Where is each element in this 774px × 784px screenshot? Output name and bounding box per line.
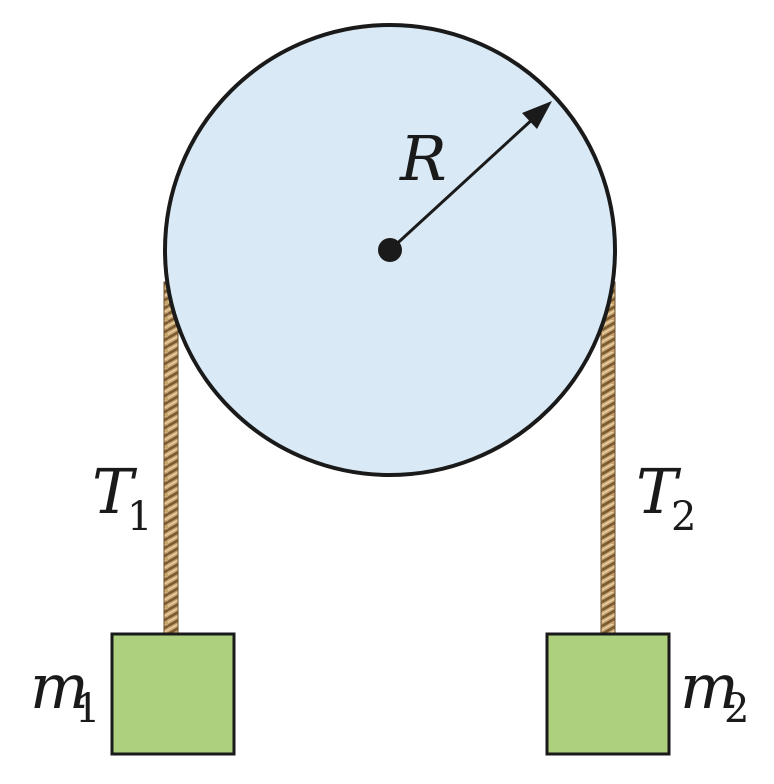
tension-right-label: T [636,455,682,528]
tension-left-symbol: T [92,455,138,528]
mass-left-symbol: m [30,650,89,723]
rope-left [163,281,179,638]
tension-right-symbol: T [636,455,682,528]
pulley-center-point [378,238,402,262]
radius-label: R [399,122,447,195]
tension-left-subscript: 1 [127,494,152,540]
mass-block-right [545,632,671,756]
rope-right [600,281,616,638]
radius-arrow [388,101,552,252]
mass-right-symbol: m [680,650,739,723]
tension-left-label: T [92,455,138,528]
mass-right-label: m [680,650,739,723]
mass-left-subscript: 1 [75,686,100,732]
tension-right-subscript: 2 [671,494,696,540]
mass-right-subscript: 2 [724,686,749,732]
mass-left-label: m [30,650,89,723]
mass-block-left [110,632,236,756]
